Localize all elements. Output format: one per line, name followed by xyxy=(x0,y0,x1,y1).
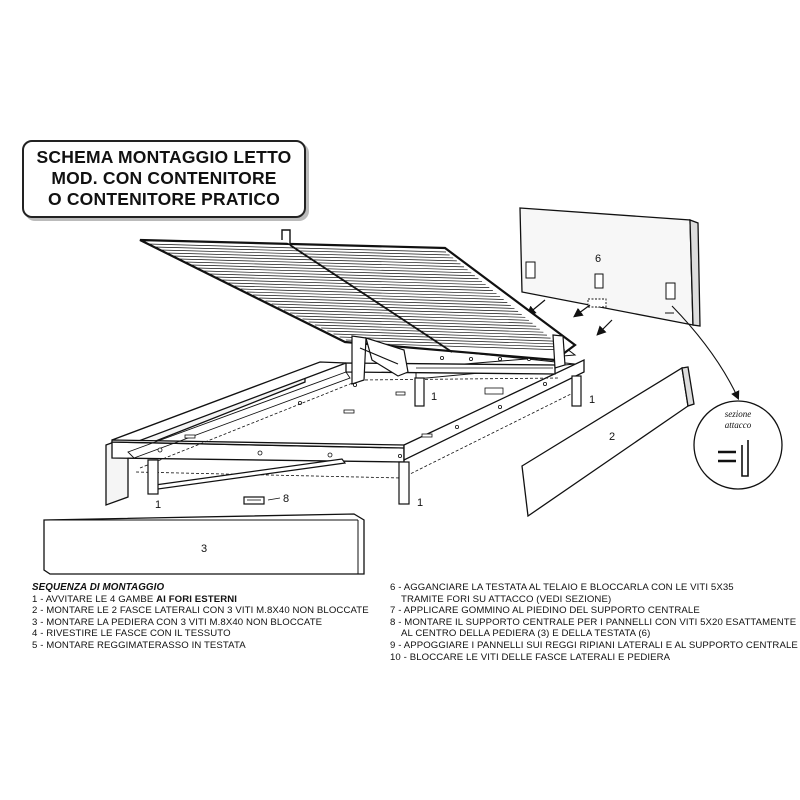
headboard-bracket-center xyxy=(594,273,604,289)
frame-holes xyxy=(157,355,548,458)
instructions-right-column: 6 - AGGANCIARE LA TESTATA AL TELAIO E BL… xyxy=(390,582,798,663)
step-9: 9 - APPOGGIARE I PANNELLI SUI REGGI RIPI… xyxy=(390,639,798,651)
slat-line xyxy=(147,243,447,253)
slat-line xyxy=(215,276,486,286)
headboard-bracket-right xyxy=(665,282,676,300)
slat-line xyxy=(209,273,483,283)
sequence-title: SEQUENZA DI MONTAGGIO xyxy=(32,582,165,593)
slat-line xyxy=(222,279,490,288)
title-box: SCHEMA MONTAGGIO LETTO MOD. CON CONTENIT… xyxy=(22,140,306,218)
step-3: 3 - MONTARE LA PEDIERA CON 3 VITI M.8X40… xyxy=(32,616,323,628)
slat-line xyxy=(178,258,465,268)
slat-line xyxy=(246,291,504,300)
slat-line xyxy=(234,285,497,294)
title-line-3: O CONTENITORE PRATICO xyxy=(47,189,281,209)
title-line-2: MOD. CON CONTENITORE xyxy=(51,168,277,188)
slat-line xyxy=(302,318,537,327)
leg-label-back-left: 1 xyxy=(431,391,437,403)
headboard-center-plate xyxy=(587,298,607,308)
slat-line xyxy=(240,288,501,297)
slat-line xyxy=(345,339,562,348)
step-6-line-2: TRAMITE FORI SU ATTACCO (VEDI SEZIONE) xyxy=(401,593,612,605)
step-4: 4 - RIVESTIRE LE FASCE CON IL TESSUTO xyxy=(32,628,231,640)
bed-frame xyxy=(105,339,585,506)
hidden-edges xyxy=(135,377,576,479)
step-6-line-1: 6 - AGGANCIARE LA TESTATA AL TELAIO E BL… xyxy=(390,582,734,593)
slat-line xyxy=(277,306,522,315)
lift-mechanism-left xyxy=(351,335,409,385)
slat-line xyxy=(253,294,508,303)
title-line-1: SCHEMA MONTAGGIO LETTO xyxy=(36,147,292,167)
step-8-line-2: AL CENTRO DELLA PEDIERA (3) E DELLA TEST… xyxy=(401,628,651,640)
detail-hook-profile xyxy=(741,440,749,477)
center-support xyxy=(153,458,347,505)
detail-label-line-1: sezione xyxy=(725,409,752,419)
footboard-panel: 3 xyxy=(43,513,365,575)
assembly-instructions: SEQUENZA DI MONTAGGIO 1 - AVVITARE LE 4 … xyxy=(0,582,800,663)
slat-line xyxy=(172,255,461,265)
headboard-bracket-left xyxy=(525,261,536,279)
step-5: 5 - MONTARE REGGIMATERASSO IN TESTATA xyxy=(32,639,246,651)
slat-line xyxy=(327,330,551,339)
leg-label-back-right: 1 xyxy=(589,394,595,406)
slat-line xyxy=(314,324,544,333)
step-10: 10 - BLOCCARE LE VITI DELLE FASCE LATERA… xyxy=(390,651,671,663)
slat-line xyxy=(333,333,555,342)
detail-label-line-2: attacco xyxy=(725,420,752,430)
lifting-slat-base xyxy=(139,229,577,362)
step-1-bold: AI FORI ESTERNI xyxy=(156,593,238,605)
detail-leader-line xyxy=(671,305,740,400)
step-8-line-1: 8 - MONTARE IL SUPPORTO CENTRALE PER I P… xyxy=(390,616,797,628)
slat-line xyxy=(265,300,515,309)
slat-line xyxy=(191,264,472,274)
headboard-panel xyxy=(519,207,701,327)
slat-line xyxy=(308,321,540,330)
slat-line xyxy=(203,270,479,280)
legs xyxy=(147,375,582,505)
slat-line xyxy=(160,249,454,259)
leg-label-front-left: 1 xyxy=(155,499,161,511)
headboard-number: 6 xyxy=(595,253,601,265)
footboard-number: 3 xyxy=(201,543,207,555)
leg-front-right xyxy=(398,461,410,505)
slat-line xyxy=(283,309,526,318)
slat-line xyxy=(228,282,493,291)
instructions-left-column: SEQUENZA DI MONTAGGIO 1 - AVVITARE LE 4 … xyxy=(32,582,369,652)
detail-section-attacco: sezione attacco xyxy=(693,400,783,490)
slat-line xyxy=(154,246,450,256)
lift-mechanism-right xyxy=(552,334,566,369)
slat-line xyxy=(290,312,529,321)
slat-line xyxy=(321,327,547,336)
step-7: 7 - APPLICARE GOMMINO AL PIEDINO DEL SUP… xyxy=(390,605,700,617)
leg-label-front-right: 1 xyxy=(417,497,423,509)
step-2: 2 - MONTARE LE 2 FASCE LATERALI CON 3 VI… xyxy=(32,605,369,617)
assembly-diagram: 6 sezione attacco 2 xyxy=(105,207,783,518)
slat-line xyxy=(185,261,468,271)
slat-line xyxy=(166,252,457,262)
slat-line xyxy=(296,315,533,324)
step-1-text: 1 - AVVITARE LE 4 GAMBE xyxy=(32,593,157,605)
step-1: 1 - AVVITARE LE 4 GAMBE AI FORI ESTERNI xyxy=(32,594,362,606)
slat-line xyxy=(271,303,519,312)
slat-line xyxy=(339,336,558,345)
slat-line xyxy=(259,297,511,306)
leg-back-left xyxy=(414,377,425,407)
leg-back-right xyxy=(571,375,582,407)
center-support-number: 8 xyxy=(283,493,289,505)
slat-line xyxy=(197,267,475,277)
leg-front-left xyxy=(147,459,159,495)
side-panel xyxy=(521,366,695,518)
side-panel-number: 2 xyxy=(609,431,615,443)
